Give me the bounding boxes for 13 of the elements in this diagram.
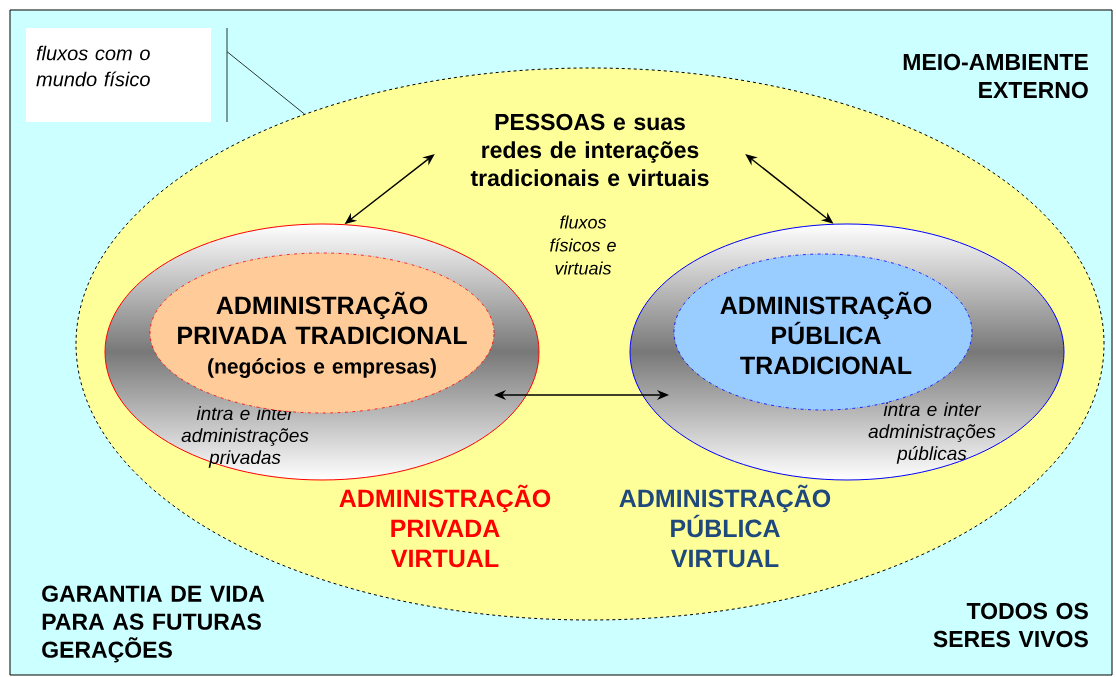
virtual-label: ADMINISTRAÇÃO PRIVADA VIRTUAL: [339, 484, 551, 568]
region-label: TODOS OS SERES VIVOS: [933, 602, 1088, 648]
ring-label: intra e inter administrações públicas: [868, 402, 996, 464]
leader-line: [226, 51, 305, 115]
ellipse-subtitle: (negócios e empresas): [208, 358, 436, 378]
ellipse-title: ADMINISTRAÇÃO PÚBLICA TRADICIONAL: [720, 291, 932, 375]
region-label: MEIO-AMBIENTE EXTERNO: [903, 53, 1088, 99]
region-label: GARANTIA DE VIDA PARA AS FUTURAS GERAÇÕES: [42, 585, 265, 663]
virtual-label: ADMINISTRAÇÃO PÚBLICA VIRTUAL: [619, 484, 831, 568]
flow-label: fluxos físicos e virtuais: [550, 215, 616, 275]
ellipse-title: ADMINISTRAÇÃO PRIVADA TRADICIONAL: [178, 291, 467, 345]
note-text: fluxos com o mundo físico: [36, 45, 150, 87]
title-text: PESSOAS e suas redes de interações tradicionais e virtuais: [470, 113, 709, 187]
